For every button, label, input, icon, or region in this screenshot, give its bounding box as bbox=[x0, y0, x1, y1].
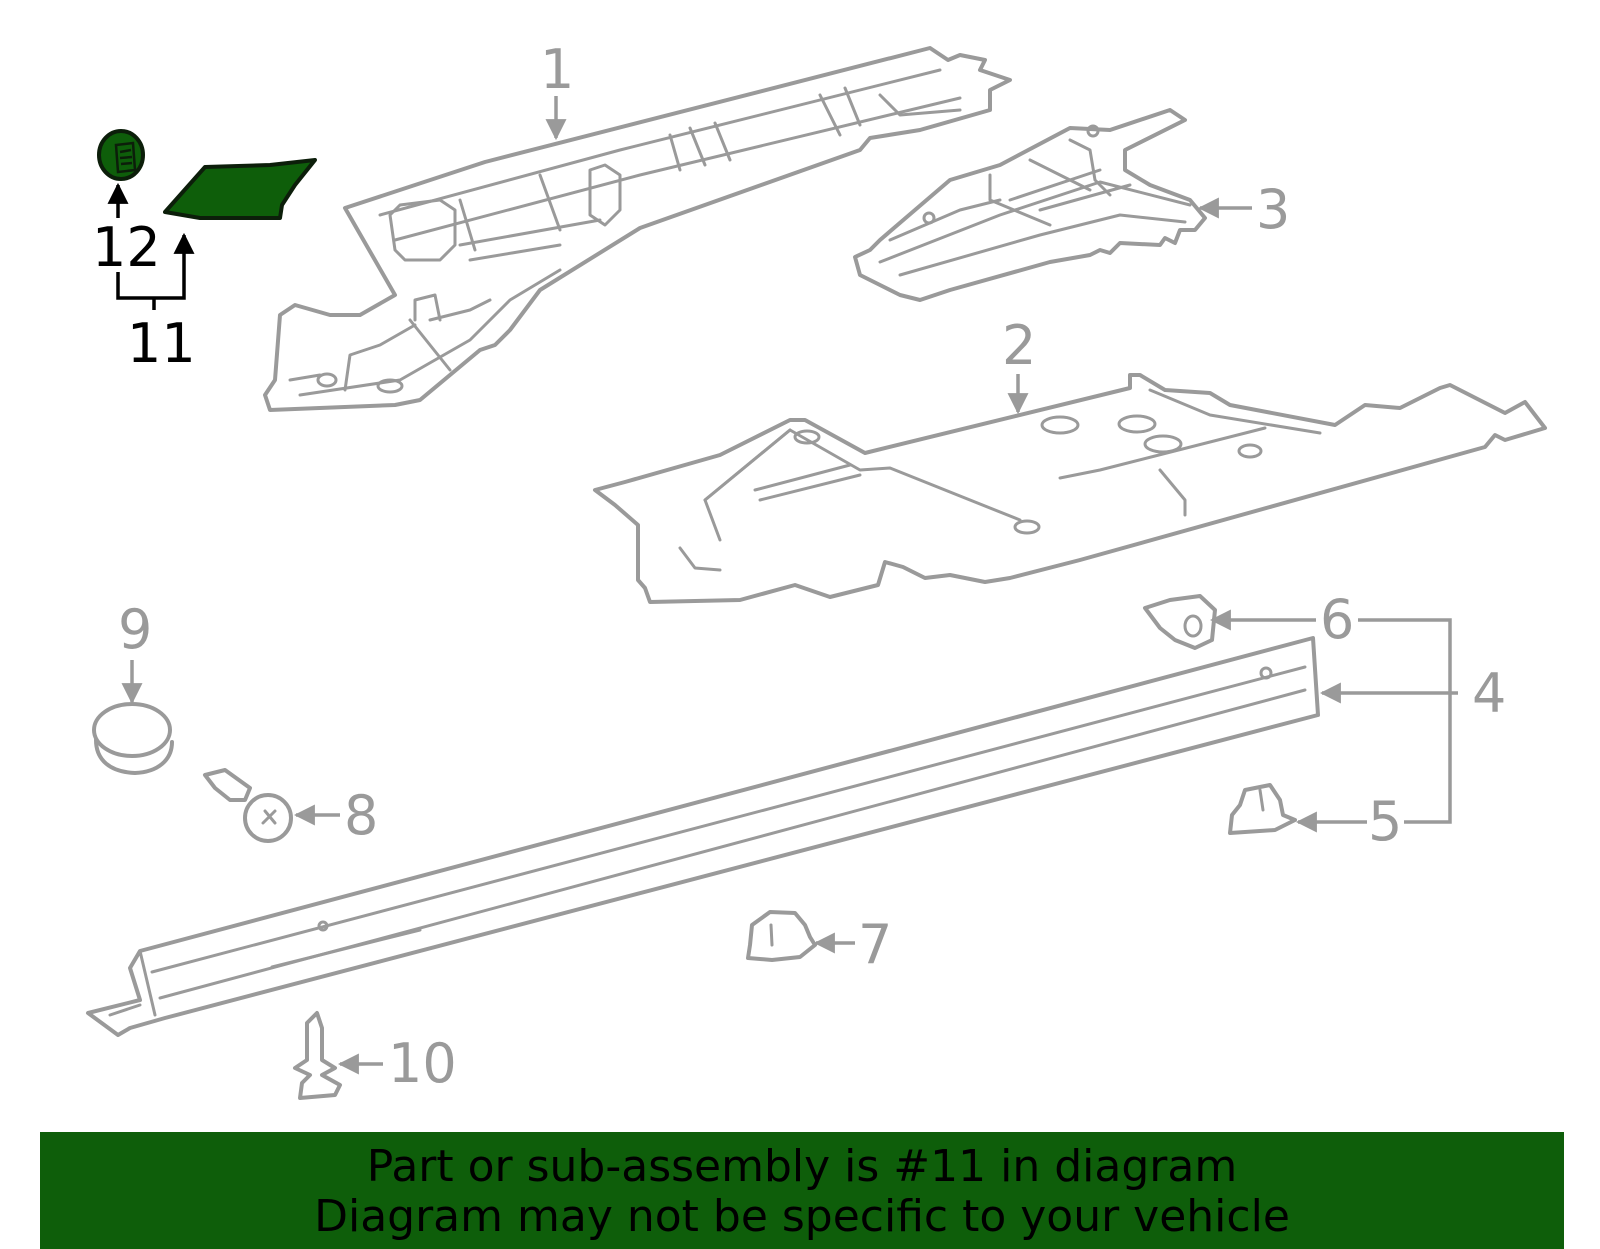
part-6-clip bbox=[1143, 594, 1217, 650]
callout-2: 2 bbox=[1002, 314, 1036, 377]
notice-banner: Part or sub-assembly is #11 in diagram D… bbox=[40, 1132, 1564, 1249]
callout-8: 8 bbox=[344, 784, 378, 847]
part-2-floor-panel bbox=[593, 373, 1547, 604]
banner-line-1: Part or sub-assembly is #11 in diagram bbox=[366, 1141, 1238, 1192]
part-8-screw bbox=[203, 768, 293, 843]
part-1-rail bbox=[263, 46, 1012, 412]
callout-4: 4 bbox=[1472, 662, 1506, 725]
callout-11: 11 bbox=[127, 312, 196, 375]
callout-5: 5 bbox=[1368, 790, 1402, 853]
part-9-cap bbox=[92, 702, 174, 775]
callout-1: 1 bbox=[540, 38, 574, 101]
part-7-nut bbox=[746, 910, 817, 962]
leader-lines-highlight bbox=[107, 182, 195, 310]
part-11-highlight[interactable] bbox=[163, 158, 317, 220]
part-10-fastener bbox=[293, 1011, 342, 1100]
leader-lines bbox=[121, 96, 1458, 1075]
callout-6: 6 bbox=[1320, 588, 1354, 651]
part-5-clip bbox=[1228, 783, 1297, 835]
callout-3: 3 bbox=[1256, 178, 1290, 241]
callout-12: 12 bbox=[92, 216, 161, 279]
callout-9: 9 bbox=[118, 598, 152, 661]
part-12-highlight[interactable] bbox=[97, 129, 145, 181]
callout-7: 7 bbox=[858, 913, 892, 976]
banner-line-2: Diagram may not be specific to your vehi… bbox=[314, 1191, 1290, 1242]
part-4-rocker-moulding bbox=[86, 636, 1320, 1037]
part-3-panel bbox=[853, 108, 1207, 302]
callout-10: 10 bbox=[388, 1032, 457, 1095]
